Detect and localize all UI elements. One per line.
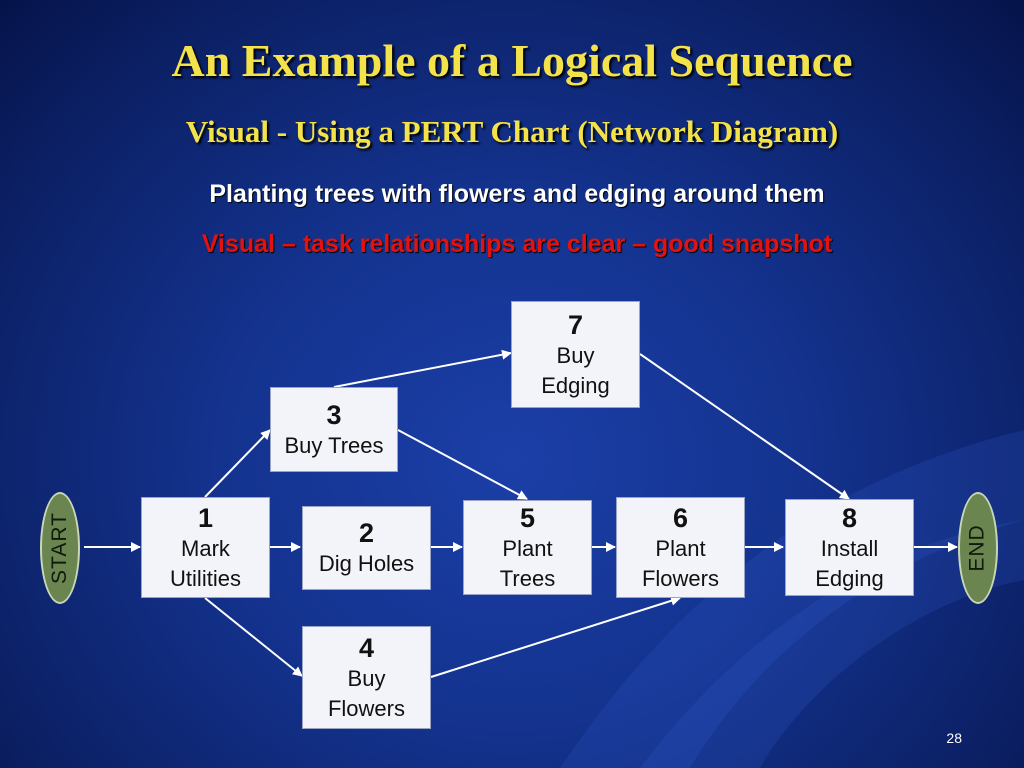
slide-title: An Example of a Logical Sequence: [171, 35, 853, 86]
task-label: Dig Holes: [318, 551, 415, 576]
task-node-2: 2 Dig Holes: [302, 506, 431, 590]
arrow-3-to-5: [397, 429, 528, 500]
task-node-3: 3 Buy Trees: [270, 387, 398, 472]
arrow-4-to-6: [430, 595, 681, 678]
slide-subtitle: Visual - Using a PERT Chart (Network Dia…: [185, 114, 839, 149]
arrow-1-to-3: [204, 429, 271, 498]
start-terminal: START: [40, 492, 80, 604]
description-text: Planting trees with flowers and edging a…: [209, 180, 825, 208]
start-label: START: [48, 512, 71, 584]
task-number: 5: [519, 502, 536, 533]
task-label: Mark: [181, 535, 230, 561]
highlight-text: Visual – task relationships are clear – …: [201, 230, 833, 258]
task-label: Utilities: [170, 565, 241, 591]
end-terminal: END: [958, 492, 998, 604]
task-node-4: 4 Buy Flowers: [302, 626, 431, 729]
task-label: Buy Trees: [284, 432, 384, 458]
task-number: 8: [841, 502, 858, 533]
task-label: Plant: [655, 535, 706, 561]
task-number: 3: [326, 399, 342, 430]
arrow-3-to-7: [333, 349, 512, 388]
task-label: Install: [820, 535, 879, 561]
end-label: END: [966, 524, 989, 572]
task-number: 7: [567, 309, 584, 340]
task-label: Edging: [541, 372, 610, 398]
task-label: Trees: [499, 565, 556, 591]
arrow-7-to-8: [639, 353, 850, 500]
task-number: 2: [358, 518, 375, 548]
task-number: 1: [197, 502, 214, 533]
task-number: 6: [672, 502, 689, 533]
task-node-1: 1 Mark Utilities: [141, 497, 270, 598]
task-node-5: 5 Plant Trees: [463, 500, 592, 595]
task-label: Flowers: [327, 695, 405, 721]
task-label: Edging: [815, 565, 884, 591]
arrow-1-to-4: [204, 597, 303, 677]
task-label: Plant: [502, 535, 553, 561]
task-label: Buy: [556, 342, 595, 368]
page-number: 28: [946, 730, 962, 746]
task-node-6: 6 Plant Flowers: [616, 497, 745, 598]
task-label: Flowers: [641, 565, 719, 591]
task-node-7: 7 Buy Edging: [511, 301, 640, 408]
task-number: 4: [358, 632, 375, 663]
task-label: Buy: [347, 665, 386, 691]
task-node-8: 8 Install Edging: [785, 499, 914, 596]
